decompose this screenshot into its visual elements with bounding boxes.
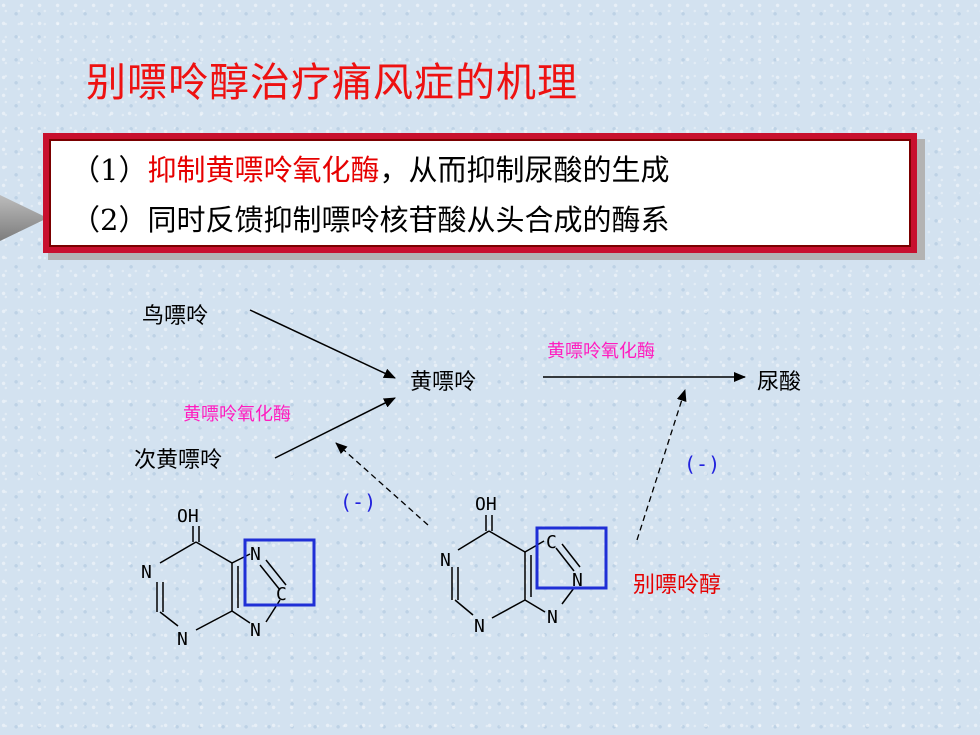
- uric-acid-label: 尿酸: [757, 370, 802, 395]
- mechanism-box: （1）抑制黄嘌呤氧化酶，从而抑制尿酸的生成 （2）同时反馈抑制嘌呤核苷酸从头合成…: [43, 133, 917, 253]
- allopurinol-atom-n1: N: [440, 550, 451, 571]
- hypoxanthine-highlight-box: [243, 538, 316, 607]
- allopurinol-atom-n3: N: [474, 616, 485, 637]
- hypoxanthine-atom-n9: N: [250, 620, 261, 641]
- hypoxanthine-atom-oh: OH: [177, 506, 199, 527]
- mechanism-line-1-highlight: 抑制黄嘌呤氧化酶: [147, 153, 380, 187]
- hypoxanthine-label: 次黄嘌呤: [134, 448, 223, 473]
- hypoxanthine-atom-n3: N: [177, 629, 188, 650]
- allopurinol-atom-n8: N: [572, 570, 583, 591]
- inhibition-label-left: (-): [340, 490, 377, 514]
- allopurinol-atom-c7: C: [546, 532, 557, 553]
- inhibition-label-right: (-): [684, 452, 721, 476]
- slide-title: 别嘌呤醇治疗痛风症的机理: [86, 60, 578, 106]
- allopurinol-structure: [451, 515, 581, 619]
- inhibition-arrow-left: [335, 442, 429, 526]
- hypoxanthine-atom-c8: C: [276, 584, 287, 605]
- allopurinol-highlight-box: [535, 526, 608, 590]
- arrow-guanine-to-xanthine: [249, 309, 396, 379]
- xanthine-label: 黄嘌呤: [410, 370, 477, 395]
- mechanism-line-1-prefix: （1）: [71, 153, 148, 187]
- inhibition-arrow-right: [636, 389, 687, 541]
- allopurinol-label: 别嘌呤醇: [633, 573, 722, 598]
- allopurinol-atom-oh: OH: [475, 494, 497, 515]
- mechanism-box-inner: （1）抑制黄嘌呤氧化酶，从而抑制尿酸的生成 （2）同时反馈抑制嘌呤核苷酸从头合成…: [49, 139, 911, 247]
- allopurinol-atom-n9: N: [547, 607, 558, 628]
- mechanism-line-1: （1）抑制黄嘌呤氧化酶，从而抑制尿酸的生成: [71, 145, 909, 195]
- hypoxanthine-structure: [156, 526, 287, 631]
- hypoxanthine-atom-n1: N: [141, 562, 152, 583]
- guanine-label: 鸟嘌呤: [142, 304, 209, 329]
- mechanism-line-1-rest: ，从而抑制尿酸的生成: [379, 153, 670, 187]
- enzyme-label-left: 黄嘌呤氧化酶: [183, 404, 291, 425]
- arrow-hypoxanthine-to-xanthine: [274, 397, 396, 459]
- enzyme-label-right: 黄嘌呤氧化酶: [547, 341, 655, 362]
- mechanism-line-2: （2）同时反馈抑制嘌呤核苷酸从头合成的酶系: [71, 203, 670, 237]
- hypoxanthine-atom-n7: N: [250, 544, 261, 565]
